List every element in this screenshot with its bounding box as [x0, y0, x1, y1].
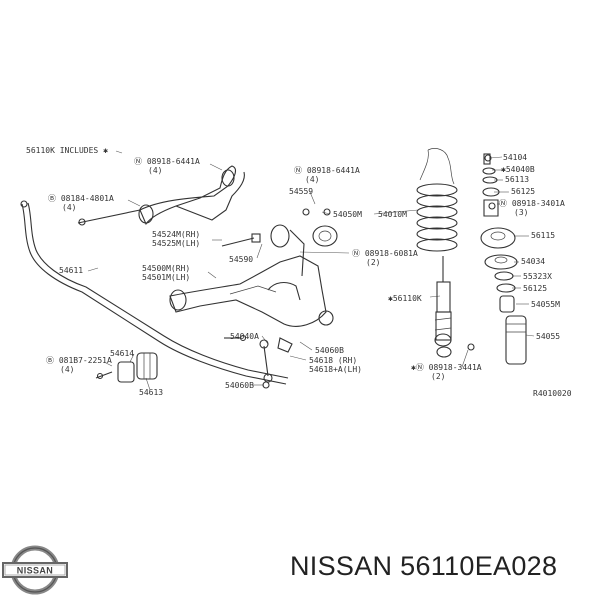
part-number-caption: NISSAN 56110EA028 — [290, 551, 558, 581]
label-bolt-08918-6441a-upper: Ⓝ 08918-6441A — [134, 157, 200, 166]
label-part-54055m: 54055M — [531, 300, 560, 309]
label-part-56125: 56125 — [511, 187, 535, 196]
label-part-55323x: 55323X — [523, 272, 552, 281]
label-stabilizer-bar: 54611 — [59, 266, 83, 275]
label-part-54040b: ✱54040B — [501, 165, 535, 174]
label-part-54614: 54614 — [110, 349, 134, 358]
strut-mount-stack — [480, 153, 527, 365]
stabilizer-bar — [20, 200, 289, 385]
label-bolt-08184-4801a: Ⓑ 08184-4801A — [48, 194, 114, 203]
label-upper-arm-lh: 54525M(LH) — [152, 239, 200, 248]
bump-stop-cover — [312, 225, 338, 247]
label-bolt-qty: (4) — [305, 175, 319, 184]
label-bolt-qty: (4) — [62, 203, 76, 212]
stabilizer-link — [259, 337, 293, 383]
label-shock-absorber: ✱56110K — [388, 294, 422, 303]
label-lower-arm-rh: 54500M(RH) — [142, 264, 190, 273]
label-part-54559: 54559 — [289, 187, 313, 196]
label-part-54613: 54613 — [139, 388, 163, 397]
label-part-56113: 56113 — [505, 175, 529, 184]
label-part-56125-lower: 56125 — [523, 284, 547, 293]
label-part-56115: 56115 — [531, 231, 555, 240]
label-bolt-qty: (4) — [60, 365, 74, 374]
label-upper-arm-rh: 54524M(RH) — [152, 230, 200, 239]
label-part-54104: 54104 — [503, 153, 527, 162]
diagram-labels: 56110K INCLUDES ✱ Ⓝ 08918-6441A (4) Ⓑ 08… — [26, 146, 572, 398]
shock-absorber — [434, 256, 452, 358]
label-part-54060b: 54060B — [315, 346, 344, 355]
label-reference-code: R4010020 — [533, 389, 572, 398]
label-part-54050m: 54050M — [333, 210, 362, 219]
label-bolt-08918-3401a: Ⓝ 08918-3401A — [499, 199, 565, 208]
leader-lines — [87, 150, 535, 391]
lower-control-arm — [169, 224, 334, 327]
label-part-54055: 54055 — [536, 332, 560, 341]
label-bolt-081b7-2251a: Ⓑ 081B7-2251A — [46, 356, 112, 365]
label-coil-spring: 54010M — [378, 210, 407, 219]
bolts — [221, 154, 496, 389]
label-part-54618-lh: 54618+A(LH) — [309, 365, 362, 374]
logo-wordmark: NISSAN — [17, 566, 53, 576]
stabilizer-bushing-clamp — [95, 352, 158, 383]
label-lower-arm-lh: 54501M(LH) — [142, 273, 190, 282]
label-bolt-08918-3441a: ✱Ⓝ 08918-3441A — [411, 363, 482, 372]
label-part-54060b-lower: 54060B — [225, 381, 254, 390]
label-includes: 56110K INCLUDES ✱ — [26, 146, 108, 155]
label-bolt-qty: (2) — [431, 372, 445, 381]
nissan-logo: NISSAN — [2, 545, 68, 595]
label-bolt-qty: (2) — [366, 258, 380, 267]
label-bolt-08918-6081a: Ⓝ 08918-6081A — [352, 249, 418, 258]
upper-control-arm — [77, 165, 245, 226]
label-bolt-qty: (4) — [148, 166, 162, 175]
label-part-54590: 54590 — [229, 255, 253, 264]
coil-spring — [416, 148, 458, 252]
label-part-54618-rh: 54618 (RH) — [309, 356, 357, 365]
label-bolt-qty: (3) — [514, 208, 528, 217]
label-part-54034: 54034 — [521, 257, 545, 266]
label-bolt-08918-6441a: Ⓝ 08918-6441A — [294, 166, 360, 175]
